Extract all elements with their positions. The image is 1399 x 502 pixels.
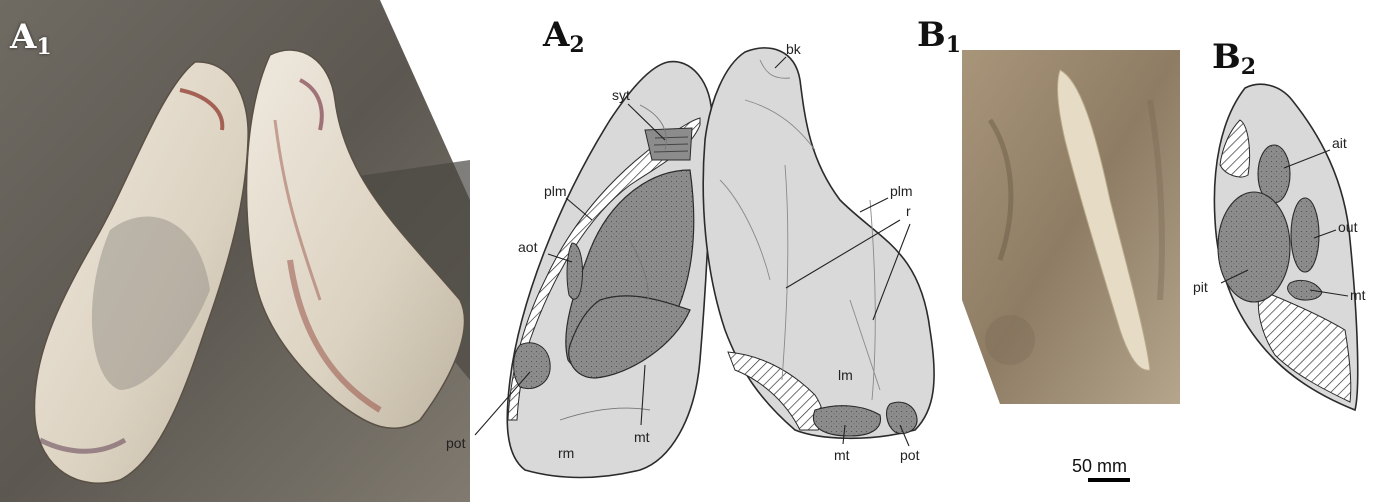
label-pit: pit [1193,280,1208,294]
label-rm: rm [558,446,574,460]
panel-label-b1: B1 [917,18,961,56]
label-plm-right: plm [890,184,913,198]
label-plm-left: plm [544,184,567,198]
label-bk: bk [786,42,801,56]
photo-b1 [962,50,1180,404]
label-mt-left: mt [634,430,650,444]
panel-label-a2: A2 [543,18,585,56]
photo-a1 [0,0,470,502]
drawing-a2 [475,48,934,478]
label-r: r [906,204,911,218]
label-aot: aot [518,240,537,254]
label-mt-right: mt [834,448,850,462]
label-lm: lm [838,368,853,382]
drawing-b2 [1214,84,1357,410]
label-out: out [1338,220,1357,234]
scale-bar-label: 50 mm [1072,456,1127,477]
label-syt: syt [612,88,630,102]
panel-label-b2: B2 [1212,40,1256,78]
label-pot-left: pot [446,436,465,450]
label-pot-right: pot [900,448,919,462]
label-mt-b2: mt [1350,288,1366,302]
label-ait: ait [1332,136,1347,150]
panel-label-a1: A1 [10,20,52,58]
